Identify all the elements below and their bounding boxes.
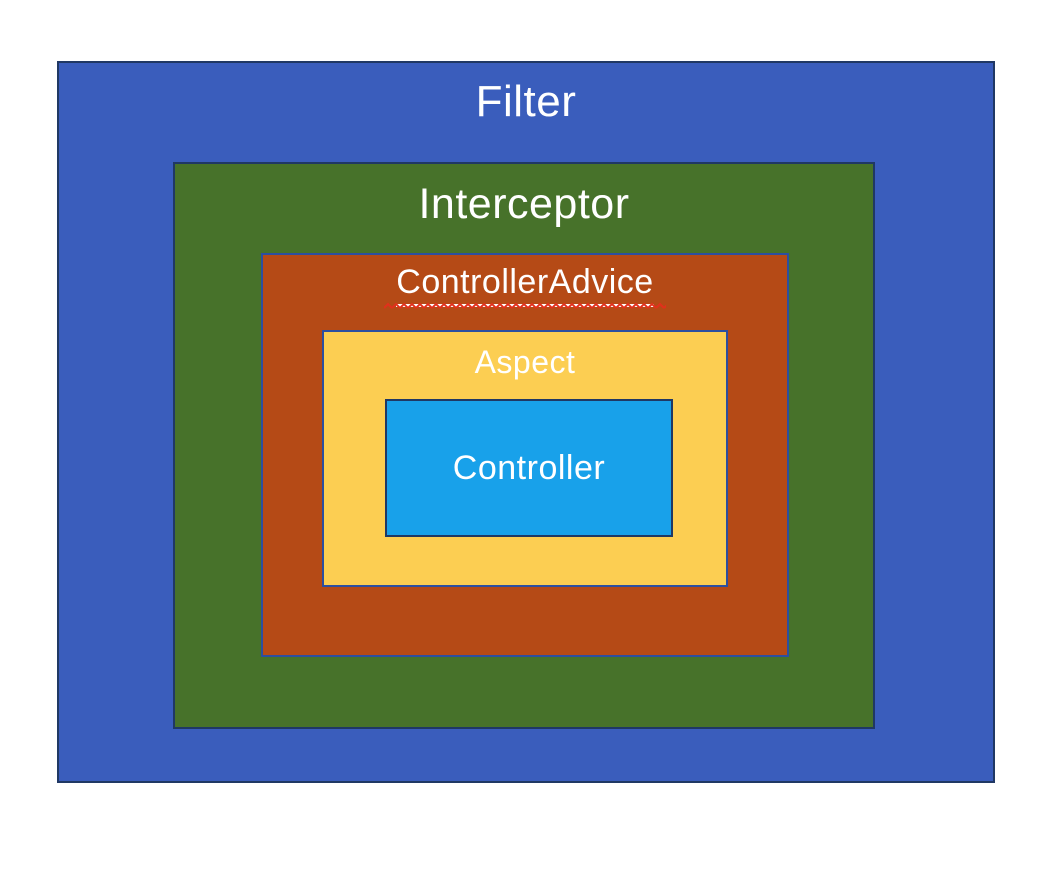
filter-label: Filter	[475, 77, 577, 126]
controller-advice-layer-box: ControllerAdvice Aspect Controller	[261, 253, 789, 657]
controller-layer-box: Controller	[385, 399, 673, 537]
filter-layer-box: Filter Interceptor ControllerAdvice	[57, 61, 995, 783]
controller-advice-label: ControllerAdvice	[263, 255, 787, 311]
aspect-label: Aspect	[474, 344, 576, 380]
controller-label: Controller	[452, 448, 606, 487]
spellcheck-squiggle-icon	[384, 302, 666, 311]
controller-advice-text: ControllerAdvice	[396, 263, 654, 308]
aspect-layer-box: Aspect Controller	[322, 330, 728, 587]
interceptor-label: Interceptor	[418, 180, 630, 228]
interceptor-layer-box: Interceptor ControllerAdvice Aspect	[173, 162, 875, 729]
